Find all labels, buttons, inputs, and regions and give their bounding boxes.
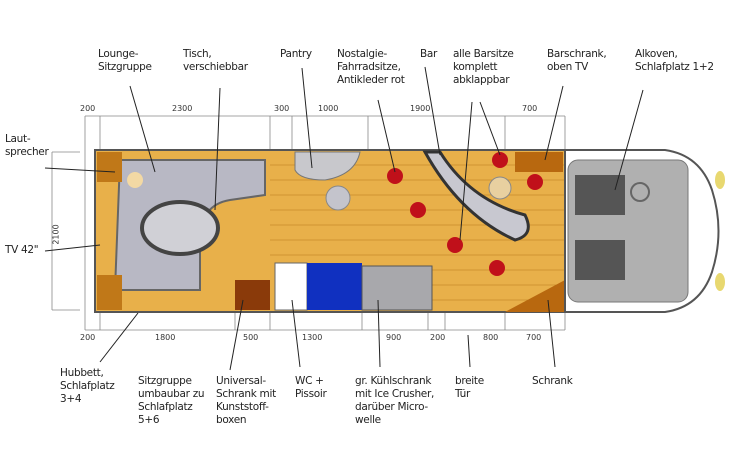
label-pantry: Pantry [280,48,312,60]
label-fridge: gr. Kühlschrank mit Ice Crusher, darüber… [355,375,435,426]
steering-wheel [630,182,650,202]
label-universal-cabinet: Universal- Schrank mit Kunststoff- boxen [216,375,276,426]
dim-top: 200 [80,104,96,113]
label-lounge: Lounge- Sitzgruppe [98,48,152,73]
driver-seat [575,175,625,215]
label-wc: WC + Pissoir [295,375,327,400]
bar-stool [527,174,543,190]
label-door: breite Tür [455,375,484,400]
bar-stool [492,152,508,168]
dim-bottom: 200 [430,333,446,342]
wood-corner-bottom [97,275,122,310]
dim-bottom: 900 [386,333,402,342]
leader-lines [44,66,644,371]
pantry-person [325,185,351,211]
wardrobe [505,280,565,312]
dim-top: 1900 [410,104,431,113]
bar-stool [447,237,463,253]
bar-stool [489,260,505,276]
dim-top: 300 [274,104,290,113]
label-bar: Bar [420,48,438,60]
label-bar-seats: alle Barsitze komplett abklappbar [453,48,514,86]
bar-counter [422,150,530,242]
dim-bottom: 1800 [155,333,176,342]
dim-bottom: 1300 [302,333,323,342]
wc [274,262,308,311]
wood-corner-top [97,152,122,182]
label-tv: TV 42" [5,244,39,256]
dim-top: 1000 [318,104,339,113]
headlight [715,171,725,189]
dim-bottom: 500 [243,333,259,342]
dim-top: 2300 [172,104,193,113]
label-speaker: Laut- sprecher [5,133,49,158]
dim-bottom: 800 [483,333,499,342]
universal-cabinet [235,280,270,310]
bar-stool [387,168,403,184]
fridge [361,265,433,311]
label-table: Tisch, verschiebbar [183,48,248,73]
label-alcove: Alkoven, Schlafplatz 1+2 [635,48,714,73]
dim-width: 2100 [51,224,61,245]
label-bar-cabinet: Barschrank, oben TV [547,48,607,73]
bar-cabinet [515,152,563,172]
label-wardrobe: Schrank [532,375,573,387]
headlight [715,273,725,291]
label-bike-seats: Nostalgie- Fahrradsitze, Antikleder rot [337,48,405,86]
label-lift-bed: Hubbett, Schlafplatz 3+4 [60,367,115,405]
dim-bottom: 700 [526,333,542,342]
passenger-seat [575,240,625,280]
person [127,172,143,188]
lounge-table [140,200,220,256]
dim-bottom: 200 [80,333,96,342]
label-seating-convertible: Sitzgruppe umbaubar zu Schlafplatz 5+6 [138,375,205,426]
wc-blue-area [307,263,362,310]
bar-stools [387,152,543,276]
dim-top: 700 [522,104,538,113]
bar-stool [410,202,426,218]
bar-person [488,176,512,200]
